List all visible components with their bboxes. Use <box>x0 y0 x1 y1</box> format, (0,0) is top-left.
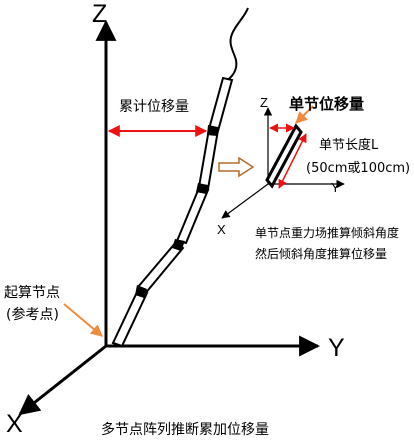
calc-description-line1: 单节点重力场推算倾斜角度 <box>255 226 400 240</box>
node-length-label-line2: (50cm或100cm) <box>306 161 411 176</box>
node-displacement-leader <box>295 105 314 124</box>
rod-joint-1 <box>135 285 147 298</box>
calc-description-line2: 然后倾斜角度推算位移量 <box>255 247 388 261</box>
start-node-label-line2: (参考点) <box>6 307 59 323</box>
rod-segment-4 <box>197 127 220 191</box>
small-y-axis-label: Y <box>331 180 340 195</box>
rod-segment-1 <box>111 288 149 348</box>
z-axis-label: Z <box>92 0 108 28</box>
start-node-leader <box>63 303 103 337</box>
node-length-label-line1: 单节长度L <box>319 138 379 153</box>
cumulative-displacement-label: 累计位移量 <box>119 99 189 115</box>
small-x-axis-line <box>221 183 269 219</box>
x-axis-line <box>18 344 107 416</box>
y-axis-label: Y <box>328 334 345 362</box>
x-axis-label: X <box>6 410 23 438</box>
main-axes <box>18 19 321 416</box>
rod-joint-4 <box>207 125 218 136</box>
node-displacement-label: 单节位移量 <box>289 95 365 113</box>
diagram-caption: 多节点阵列推断累加位移量 <box>101 422 269 438</box>
start-node-label-line1: 起算节点 <box>4 285 60 301</box>
hollow-pointer-arrow <box>218 156 255 178</box>
small-z-axis-label: Z <box>260 95 268 110</box>
cable-line <box>223 7 249 83</box>
small-x-axis-label: X <box>217 222 226 237</box>
node-length-arrow <box>278 133 307 189</box>
array-rod <box>111 76 234 348</box>
rod-joint-3 <box>196 183 208 194</box>
rod-segment-5 <box>207 76 234 133</box>
rod-joint-2 <box>172 239 185 251</box>
rod-segment-3 <box>175 186 210 245</box>
